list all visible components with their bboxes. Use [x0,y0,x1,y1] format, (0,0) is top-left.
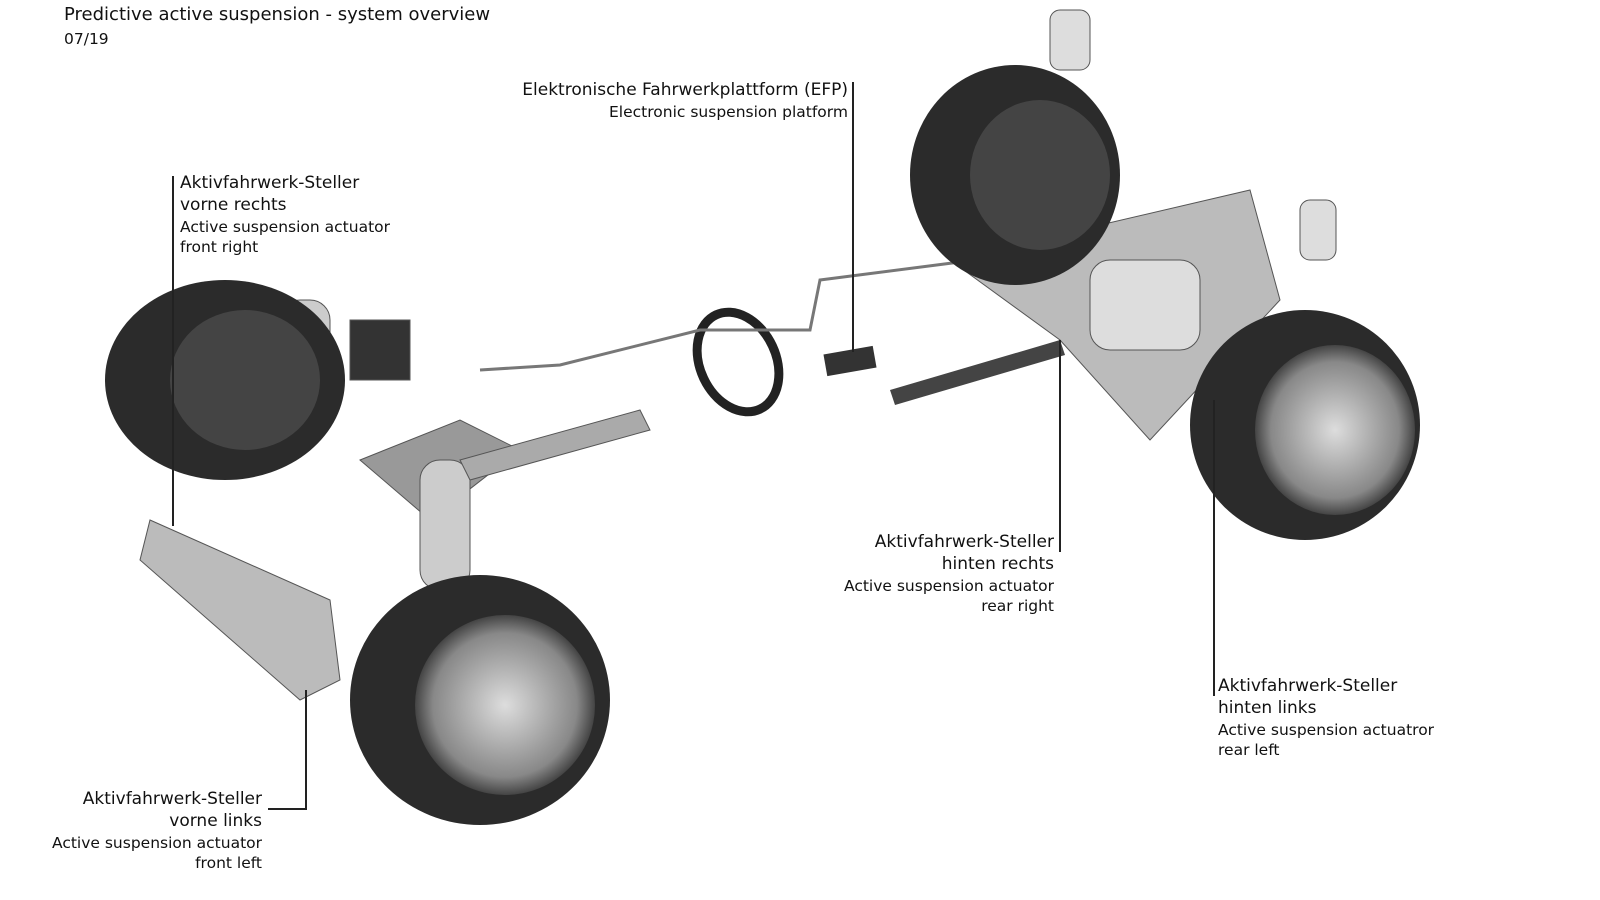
drive-shaft [890,340,1065,405]
efp-control-unit [823,345,877,377]
label-de: Elektronische Fahrwerkplattform (EFP) [522,80,848,100]
label-en: Active suspension actuator [51,834,262,852]
label-de: Aktivfahrwerk-Steller [180,173,360,193]
leader-line [305,690,307,810]
wheel-rear-left [1190,310,1420,540]
label-en: Active suspension actuatror [1218,721,1435,739]
label-de: Aktivfahrwerk-Steller [1218,676,1398,696]
label-en: front right [180,238,259,256]
label-en: front left [195,854,262,872]
wheel-rear-right [910,65,1120,285]
label-de: vorne rechts [180,195,287,215]
leader-line [172,176,174,526]
label-de: hinten links [1218,698,1317,718]
wheel-front-left [350,575,610,825]
leader-line [1213,400,1215,696]
brake-lines [479,260,961,372]
label-en: Active suspension actuator [180,218,391,236]
steering-wheel [692,307,784,417]
label-en: rear left [1218,741,1280,759]
label-de: Aktivfahrwerk-Steller [874,532,1054,552]
leader-line [852,82,854,352]
page-title: Predictive active suspension - system ov… [64,4,491,25]
label-en: Active suspension actuator [843,577,1054,595]
label-de: Aktivfahrwerk-Steller [82,789,262,809]
leader-line [1059,340,1061,552]
wheel-front-right [105,280,345,480]
label-en: rear right [981,597,1054,615]
date: 07/19 [64,30,109,48]
label-de: hinten rechts [941,554,1054,574]
leader-line [268,808,307,810]
label-en: Electronic suspension platform [609,103,848,121]
label-de: vorne links [169,811,262,831]
